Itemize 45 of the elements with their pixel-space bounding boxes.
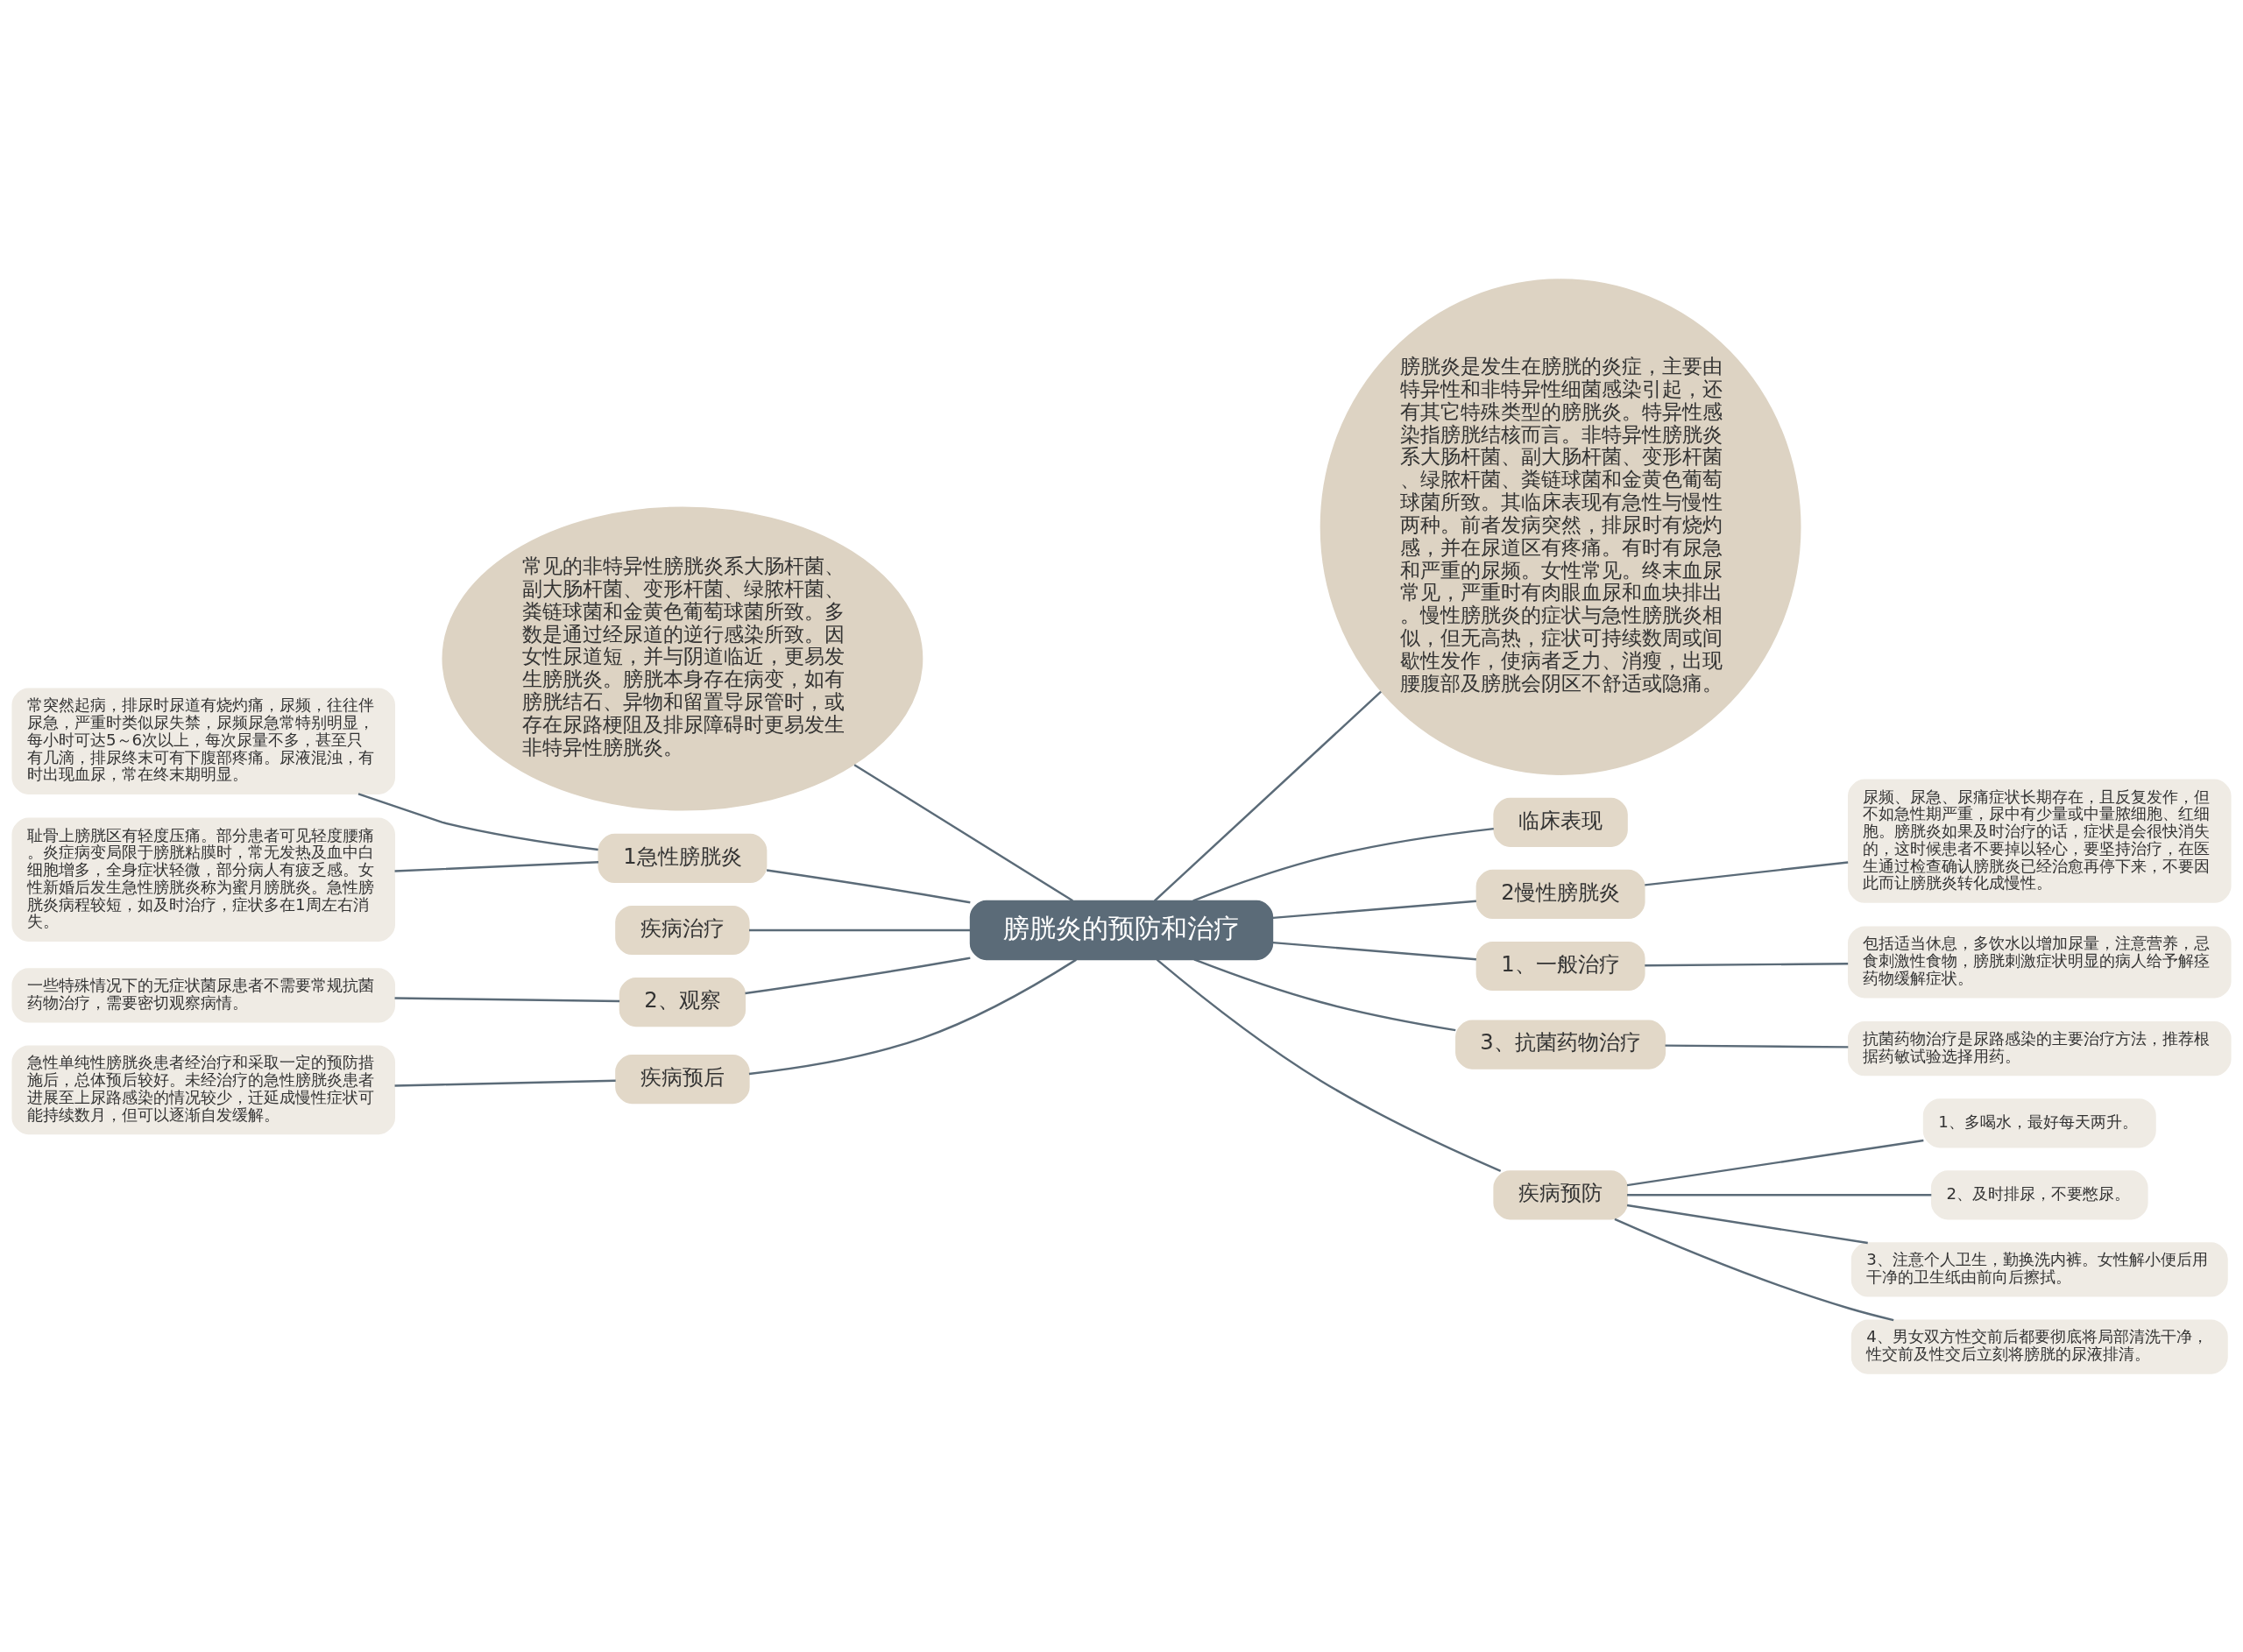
node-box: 1、一般治疗 <box>1475 941 1645 991</box>
connector <box>394 996 620 1002</box>
connector <box>394 860 599 872</box>
node-box: 临床表现 <box>1493 797 1628 847</box>
node-box: 2慢性膀胱炎 <box>1475 869 1645 919</box>
connector <box>1272 900 1476 919</box>
connector <box>1156 958 1502 1172</box>
connector <box>1645 962 1849 966</box>
node-box: 4、男女双方性交前后都要彻底将局部清洗干净，性交前及性交后立刻将膀胱的尿液排清。 <box>1850 1318 2228 1374</box>
connector <box>1153 690 1382 901</box>
connector <box>357 792 598 851</box>
node-box: 急性单纯性膀胱炎患者经治疗和采取一定的预防措施后，总体预后较好。未经治疗的急性膀胱炎患者进展至上尿路感染的情况较少，迁延成慢性症状可能持续数月，但可以逐渐自发缓解。 <box>11 1044 395 1134</box>
node-box: 包括适当休息，多饮水以增加尿量，注意营养，忌食刺激性食物，膀胱刺激症状明显的病人给予解痉药物缓解症状。 <box>1848 925 2232 998</box>
node-box: 疾病预后 <box>615 1054 750 1104</box>
node-box: 常突然起病，排尿时尿道有烧灼痛，尿频，往往伴尿急，严重时类似尿失禁，尿频尿急常特别明显，每小时可达5～6次以上，每次尿量不多，甚至只有几滴，排尿终末可有下腹部疼痛。尿液混浊，有时出现血尿，常在终末期明显。 <box>11 687 395 794</box>
node-box: 尿频、尿急、尿痛症状长期存在，且反复发作，但不如急性期严重，尿中有少量或中量脓细胞、红细胞。膀胱炎如果及时治疗的话，症状是会很快消失的，这时候患者不要掉以轻心，要坚持治疗，在医生通过检查确认膀胱炎已经治愈再停下来，不要因此而让膀胱炎转化成慢性。 <box>1848 779 2232 903</box>
node-box: 疾病治疗 <box>615 905 750 955</box>
connector <box>1645 860 1849 886</box>
node-box: 1急性膀胱炎 <box>598 833 768 883</box>
node-box: 1、多喝水，最好每天两升。 <box>1922 1098 2156 1147</box>
node-box: 一些特殊情况下的无症状菌尿患者不需要常规抗菌药物治疗，需要密切观察病情。 <box>11 967 395 1023</box>
connector <box>1272 941 1476 960</box>
connector <box>749 928 971 931</box>
node-box: 2、及时排尿，不要憋尿。 <box>1930 1169 2148 1219</box>
connector <box>853 763 1073 901</box>
connector <box>1665 1043 1849 1048</box>
node-box: 耻骨上膀胱区有轻度压痛。部分患者可见轻度腰痛。炎症病变局限于膀胱粘膜时，常无发热及血中白细胞增多，全身症状轻微，部分病人有疲乏感。女性新婚后发生急性膀胱炎称为蜜月膀胱炎。急性膀胱炎病程较短，如及时治疗，症状多在1周左右消失。 <box>11 817 395 942</box>
node-box: 3、抗菌药物治疗 <box>1455 1020 1666 1070</box>
node-ellipse: 常见的非特异性膀胱炎系大肠杆菌、副大肠杆菌、变形杆菌、绿脓杆菌、粪链球菌和金黄色葡萄球菌所致。多数是通过经尿道的逆行感染所致。因女性尿道短，并与阴道临近，更易发生膀胱炎。膀胱本身存在病变，如有膀胱结石、异物和留置导尿管时，或存在尿路梗阻及排尿障碍时更易发生非特异性膀胱炎。 <box>442 506 923 811</box>
node-box: 3、注意个人卫生，勤换洗内裤。女性解小便后用干净的卫生纸由前向后擦拭。 <box>1850 1241 2228 1297</box>
node-box: 膀胱炎的预防和治疗 <box>969 900 1274 960</box>
connector <box>394 1079 616 1087</box>
connector <box>1192 827 1494 902</box>
connector <box>1626 1139 1924 1186</box>
connector <box>748 958 1077 1075</box>
connector <box>1614 1218 1894 1321</box>
connector <box>1627 1193 1932 1197</box>
connector <box>1626 1204 1868 1244</box>
node-circle: 膀胱炎是发生在膀胱的炎症，主要由特异性和非特异性细菌感染引起，还有其它特殊类型的膀胱炎。特异性感染指膀胱结核而言。非特异性膀胱炎系大肠杆菌、副大肠杆菌、变形杆菌、绿脓杆菌、粪链球菌和金黄色葡萄球菌所致。其临床表现有急性与慢性两种。前者发病突然，排尿时有烧灼感，并在尿道区有疼痛。有时有尿急和严重的尿频。女性常见。终末血尿常见，严重时有肉眼血尿和血块排出。慢性膀胱炎的症状与急性膀胱炎相似，但无高热，症状可持续数周或间歇性发作，使病者乏力、消瘦，出现腰腹部及膀胱会阴区不舒适或隐痛。 <box>1320 278 1801 775</box>
node-box: 疾病预防 <box>1493 1169 1628 1219</box>
node-box: 抗菌药物治疗是尿路感染的主要治疗方法，推荐根据药敏试验选择用药。 <box>1848 1020 2232 1076</box>
connector <box>766 868 971 903</box>
connector <box>1193 957 1456 1031</box>
connector <box>745 956 971 994</box>
node-box: 2、观察 <box>619 977 746 1027</box>
